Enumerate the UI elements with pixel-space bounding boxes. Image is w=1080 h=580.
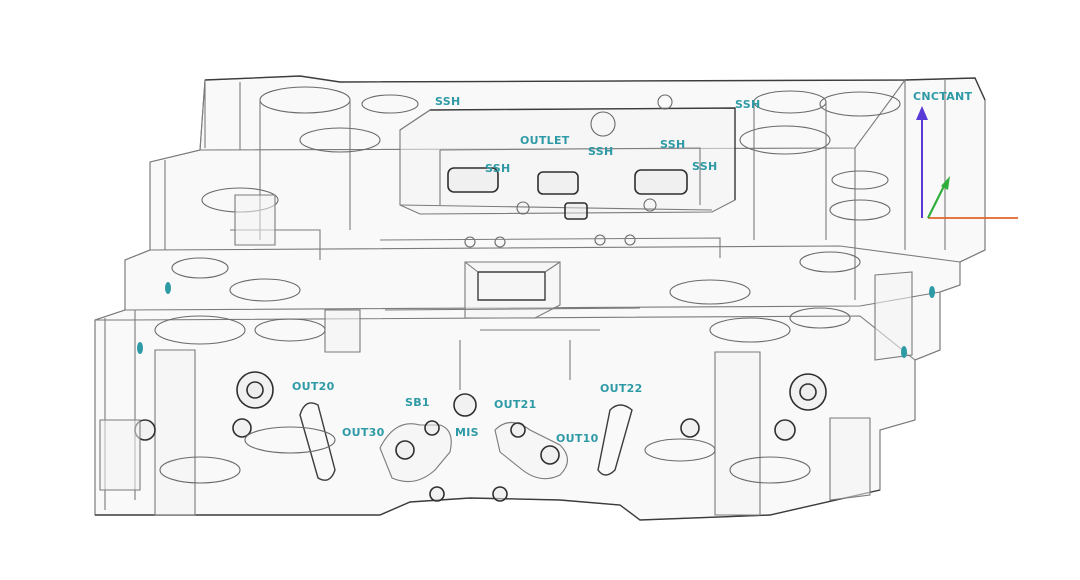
front-features [134, 329, 827, 516]
xyz-axis-triad-icon[interactable] [916, 106, 1018, 219]
label-ssh-right: SSH [660, 138, 685, 151]
top-pocket [399, 94, 736, 220]
label-out-right-lower: OUT10 [556, 432, 599, 445]
label-out-left-lower: OUT30 [342, 426, 385, 439]
label-ssh-right-2: SSH [692, 160, 717, 173]
label-ssh-top-right: SSH [735, 98, 760, 111]
middle-bores [154, 229, 861, 345]
side-markers [137, 282, 935, 358]
label-ssh-top-left: SSH [435, 95, 460, 108]
label-out-center: OUT21 [494, 398, 537, 411]
port-labels: SSH SSH OUTLET SSH SSH SSH SSH CNCTANT O… [292, 90, 973, 445]
label-out-right: OUT22 [600, 382, 643, 395]
label-outlet-top: OUTLET [520, 134, 570, 147]
label-ssh-top-mid: SSH [588, 145, 613, 158]
label-out-left: OUT20 [292, 380, 335, 393]
label-mis: MIS [455, 426, 479, 439]
side-blocks [99, 194, 913, 501]
label-sb: SB1 [405, 396, 430, 409]
label-contact: CNCTANT [913, 90, 973, 103]
label-ssh-left: SSH [485, 162, 510, 175]
center-boss [464, 261, 561, 319]
